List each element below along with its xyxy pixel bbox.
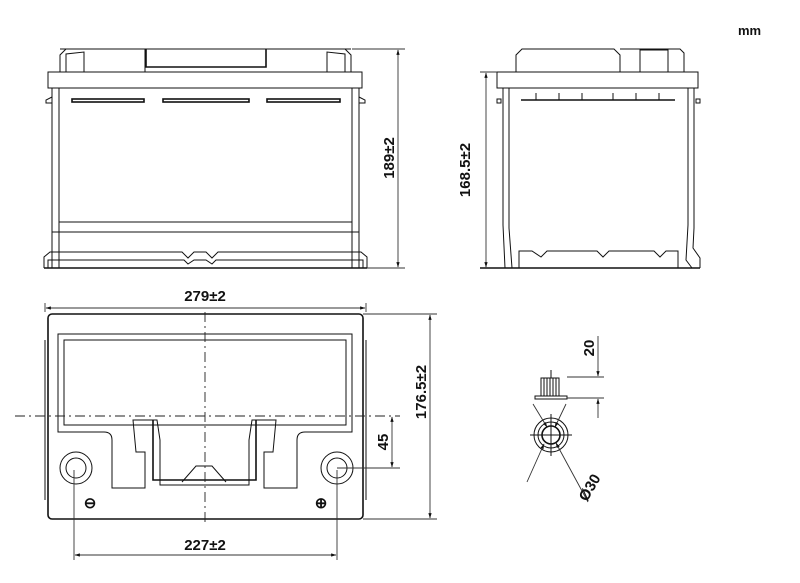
top-width-dimension: 176.5±2	[413, 365, 430, 419]
side-height-dimension: 168.5±2	[457, 143, 474, 197]
negative-terminal-symbol: ⊖	[84, 495, 97, 512]
terminal-diameter-dimension: Ø30	[576, 471, 605, 504]
top-view: ⊖ ⊕ 279±2 176.5±2 45 227±2	[15, 288, 437, 560]
unit-label: mm	[738, 23, 761, 38]
positive-terminal-symbol: ⊕	[315, 495, 328, 512]
terminal-height-dimension: 20	[581, 340, 598, 357]
front-view: 189±2	[43, 48, 405, 269]
top-length-dimension: 279±2	[184, 288, 226, 305]
terminal-offset-dimension: 45	[375, 434, 392, 451]
side-view: 168.5±2	[457, 48, 701, 269]
terminal-detail: 20 Ø30	[526, 336, 605, 504]
front-height-dimension: 189±2	[381, 137, 398, 179]
terminal-spacing-dimension: 227±2	[184, 537, 226, 554]
